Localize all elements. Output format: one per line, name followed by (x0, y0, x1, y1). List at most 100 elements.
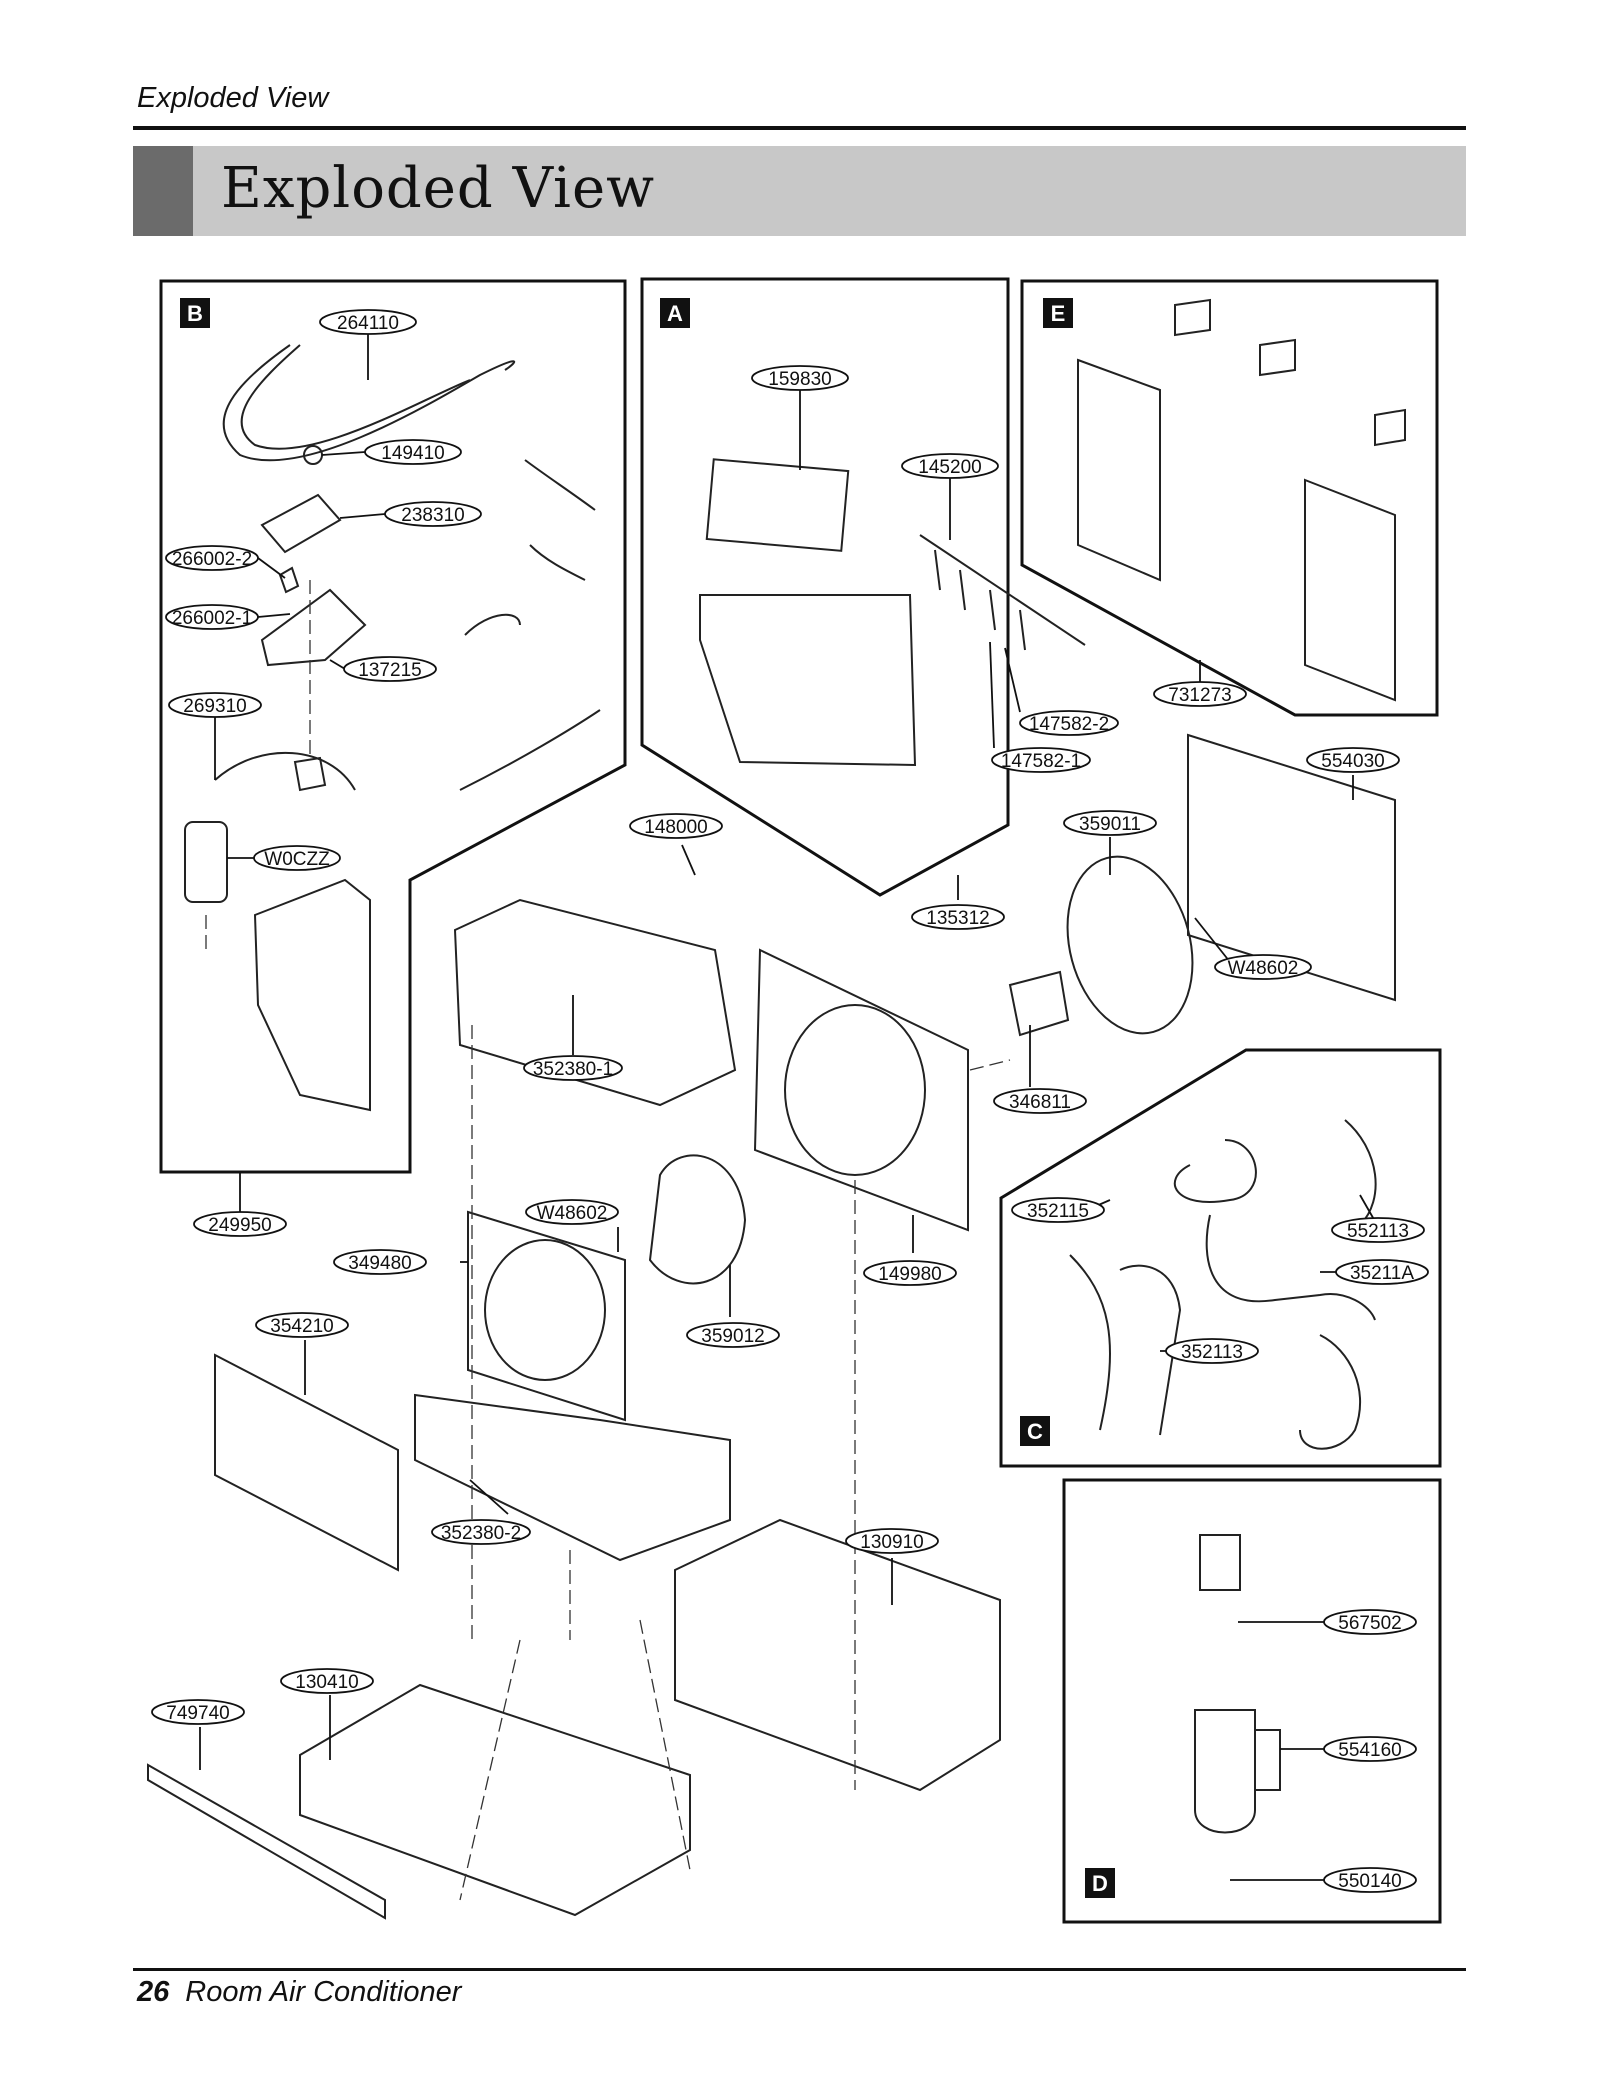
callout-148000: 148000 (644, 817, 707, 838)
callout-149410: 149410 (381, 443, 444, 464)
front-grille-drawing (699, 594, 917, 767)
panel-label-a: A (667, 301, 683, 326)
harness-drawing-4 (459, 709, 601, 791)
callout-349480: 349480 (348, 1253, 411, 1274)
tube-drawing-2 (1344, 1119, 1377, 1226)
header-rule (133, 126, 1466, 130)
thermostat-wire-drawing (214, 751, 356, 791)
compressor-drawing (1194, 1709, 1256, 1834)
louver-drawing (919, 534, 1086, 646)
side-panel-drawing (147, 1763, 386, 1920)
assembly-guide-lines (205, 580, 1011, 1901)
callout-554030: 554030 (1321, 751, 1384, 772)
bracket-drawing-e3 (1374, 408, 1406, 447)
callout-147582-1: 147582-1 (1001, 751, 1081, 772)
evaporator-drawing (214, 1353, 399, 1572)
panel-label-b: B (187, 301, 203, 326)
callout-731273: 731273 (1168, 685, 1231, 706)
bracket-drawing-e1 (1174, 298, 1211, 337)
side-curtain-drawing-left (1077, 358, 1161, 582)
condenser-drawing (1187, 733, 1396, 1002)
bracket-drawing-e2 (1259, 338, 1296, 377)
control-box-drawing (260, 588, 367, 667)
callout-352113: 352113 (1181, 1342, 1243, 1363)
side-curtain-drawing-right (1304, 478, 1396, 702)
panel-d-border (1062, 1478, 1442, 1924)
motor-drawing (1008, 970, 1070, 1037)
panel-e-border (1020, 279, 1439, 717)
panel-a-border (640, 277, 1010, 897)
callout-130410: 130410 (295, 1672, 358, 1693)
callout-352115: 352115 (1027, 1201, 1089, 1222)
callout-w48602-b: W48602 (537, 1203, 608, 1224)
tube-drawing-5 (1119, 1264, 1182, 1436)
callout-354210: 354210 (270, 1316, 333, 1337)
callout-135312: 135312 (926, 908, 989, 929)
callout-554160: 554160 (1338, 1740, 1401, 1761)
fan-blade-drawing (1066, 855, 1194, 1035)
footer-rule (133, 1968, 1466, 1971)
callout-ovals (151, 309, 1429, 1893)
callout-352380-2: 352380-2 (441, 1523, 521, 1544)
terminal-cover-drawing (1199, 1534, 1241, 1591)
orifice-drawing (467, 1210, 626, 1422)
section-title: Exploded View (221, 156, 656, 221)
base-pan-drawing (414, 1393, 731, 1562)
tube-drawing-3 (1205, 1214, 1376, 1321)
section-title-band: Exploded View (133, 146, 1466, 236)
page-number: 26 (137, 1976, 170, 2008)
shroud-drawing (753, 948, 969, 1232)
callout-249950: 249950 (208, 1215, 271, 1236)
callout-352380-1: 352380-1 (533, 1059, 613, 1080)
capacitor-drawing (184, 821, 228, 903)
callout-552113: 552113 (1347, 1221, 1409, 1242)
chassis-drawing (299, 1683, 691, 1917)
tube-drawing-6 (1299, 1334, 1361, 1450)
callout-269310: 269310 (183, 696, 246, 717)
panel-label-d: D (1092, 1871, 1108, 1896)
footer-title: Room Air Conditioner (185, 1976, 462, 2008)
panel-label-e: E (1051, 301, 1066, 326)
relay-drawing (293, 756, 327, 792)
filter-drawing (705, 458, 850, 552)
panel-labels: B A E C D (180, 298, 1115, 1898)
control-board-drawing (260, 493, 342, 554)
accumulator-drawing (1254, 1729, 1281, 1791)
leader-lines (199, 334, 1381, 1881)
callout-137215: 137215 (358, 660, 421, 681)
switch-drawing (278, 566, 300, 594)
title-accent-block (133, 146, 193, 236)
running-header: Exploded View (137, 82, 329, 114)
callout-labels: 264110 149410 238310 266002-2 266002-1 1… (166, 313, 1414, 1892)
callout-266002-1: 266002-1 (172, 608, 252, 629)
callout-130910: 130910 (860, 1532, 923, 1553)
callout-35211a: 35211A (1350, 1263, 1414, 1284)
callout-159830: 159830 (768, 369, 831, 390)
tube-drawing-1 (1173, 1139, 1257, 1203)
callout-550140: 550140 (1338, 1871, 1401, 1892)
blower-wheel-drawing (648, 1154, 747, 1285)
cabinet-drawing (674, 1518, 1001, 1792)
power-cord-drawing (222, 344, 516, 462)
callout-567502: 567502 (1338, 1613, 1401, 1634)
callout-264110: 264110 (337, 313, 399, 334)
callout-145200: 145200 (918, 457, 981, 478)
part-drawings (147, 298, 1406, 1920)
page-footer: 26 Room Air Conditioner (137, 1976, 461, 2009)
callout-749740: 749740 (166, 1703, 229, 1724)
air-guide-drawing (453, 898, 737, 1107)
panel-c-border (999, 1048, 1442, 1468)
harness-drawing-3 (464, 613, 521, 636)
harness-drawing-2 (529, 544, 586, 581)
callout-238310: 238310 (401, 505, 464, 526)
callout-359012: 359012 (701, 1326, 764, 1347)
bracket-drawing (253, 878, 371, 1112)
callout-w48602-a: W48602 (1228, 958, 1299, 979)
panel-label-c: C (1027, 1419, 1043, 1444)
callout-149980: 149980 (878, 1264, 941, 1285)
callout-w0czz: W0CZZ (264, 849, 330, 870)
callout-346811: 346811 (1009, 1092, 1071, 1113)
tube-drawing-4 (1069, 1254, 1111, 1431)
panel-b-border (159, 279, 627, 1174)
harness-drawing-1 (524, 459, 596, 511)
